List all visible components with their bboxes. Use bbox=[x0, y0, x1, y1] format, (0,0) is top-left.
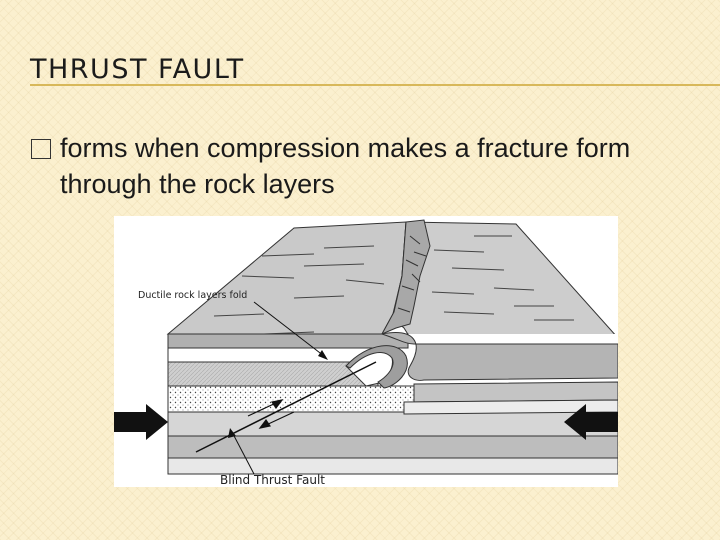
label-blind-thrust-fault: Blind Thrust Fault bbox=[220, 473, 325, 487]
layer-light-left bbox=[167, 361, 379, 387]
leader-fault bbox=[231, 431, 255, 475]
fold-wrap bbox=[345, 345, 408, 389]
right-lower-band bbox=[403, 399, 618, 415]
slip-arrows bbox=[247, 399, 295, 429]
thrust-fault-diagram: Ductile rock layers fold Blind Thrust Fa… bbox=[114, 216, 618, 487]
leader-fold-head bbox=[318, 350, 328, 360]
fault-line bbox=[195, 361, 377, 453]
bullet-text: forms when compression makes a fracture … bbox=[60, 133, 631, 199]
scarp-cracks bbox=[397, 235, 427, 313]
left-compression-arrow bbox=[114, 404, 168, 440]
slide-title: THRUST FAULT bbox=[30, 54, 245, 85]
diagram-svg: Ductile rock layers fold Blind Thrust Fa… bbox=[114, 219, 618, 487]
right-compression-arrow bbox=[564, 404, 618, 440]
leader-fold bbox=[253, 301, 325, 357]
leader-fault-head bbox=[228, 428, 236, 438]
label-ductile-fold: Ductile rock layers fold bbox=[138, 290, 247, 301]
bullet-icon bbox=[31, 139, 51, 159]
title-underline bbox=[30, 84, 720, 86]
layer-dark-left bbox=[167, 333, 409, 349]
layer-mid-gray bbox=[167, 411, 618, 437]
fault-scarp bbox=[380, 219, 431, 336]
surface-marks bbox=[213, 235, 574, 335]
right-upper-band bbox=[413, 381, 618, 403]
layer-base bbox=[167, 457, 618, 475]
folded-layer-dark bbox=[380, 332, 618, 381]
